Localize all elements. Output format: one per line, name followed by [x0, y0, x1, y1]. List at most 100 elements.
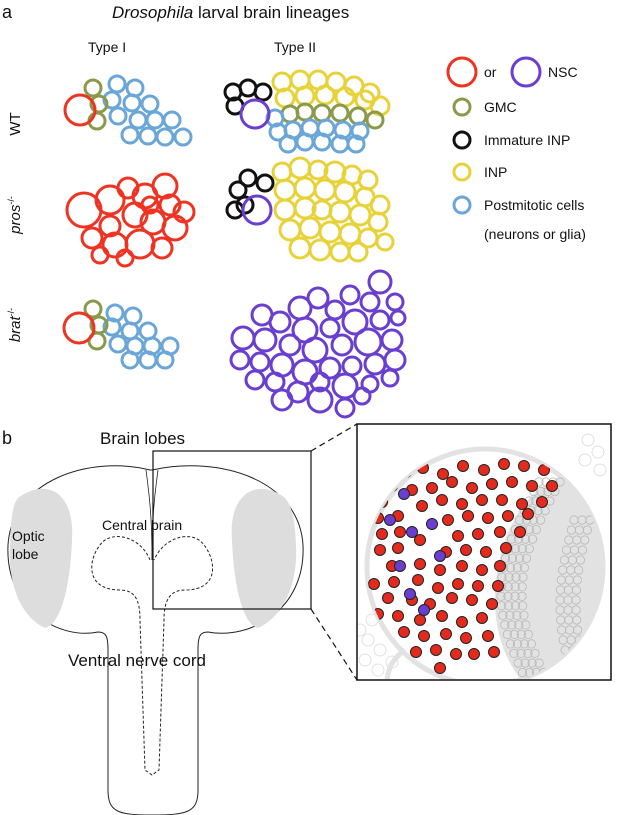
- optic-lobe-cell: [566, 525, 577, 535]
- ventral-nerve-cord-label: Ventral nerve cord: [68, 651, 206, 670]
- nsc-type2-cell: [249, 351, 271, 373]
- postmitotic-cell: [278, 134, 298, 154]
- postmitotic-cell: [173, 127, 193, 147]
- faint-cell: [371, 663, 385, 677]
- optic-lobe-cell: [555, 585, 566, 595]
- zoom-source-box: [152, 450, 312, 610]
- gmc-cell: [83, 299, 103, 319]
- red-neural-stem-cell: [376, 528, 388, 540]
- nsc-type2-cell: [380, 328, 404, 352]
- nsc-type2-cell: [309, 371, 331, 393]
- nsc-type2-cell: [330, 333, 354, 357]
- legend-postmitotic-sublabel: (neurons or glia): [484, 226, 586, 242]
- red-neural-stem-cell: [468, 648, 480, 660]
- red-neural-stem-cell: [446, 592, 458, 604]
- optic-lobe-cell: [513, 658, 523, 668]
- optic-lobe-cell: [504, 572, 514, 582]
- postmitotic-cell: [350, 121, 370, 141]
- row-label-wt: WT: [7, 112, 24, 135]
- inp-cell: [348, 203, 372, 227]
- postmitotic-cell: [346, 134, 366, 154]
- gmc-cell: [312, 103, 332, 123]
- optic-lobe-cell: [510, 591, 520, 601]
- optic-lobe-cell: [509, 648, 519, 659]
- red-neural-stem-cell: [502, 510, 514, 522]
- optic-lobe-cell: [514, 553, 525, 563]
- optic-lobe-cell: [505, 639, 515, 649]
- faint-cell: [593, 463, 607, 477]
- inp-cell: [367, 211, 389, 233]
- legend-nsc-label: NSC: [548, 64, 578, 80]
- red-neural-stem-cell: [440, 628, 452, 640]
- optic-lobe-cell: [503, 591, 513, 601]
- optic-lobe-cell: [564, 615, 574, 625]
- red-neural-stem-cell: [388, 576, 400, 588]
- nsc-type2-cell: [230, 325, 256, 351]
- optic-lobe-cell: [556, 615, 566, 625]
- legend-nsc-or: or: [484, 64, 497, 80]
- optic-lobe-cell: [556, 575, 566, 585]
- optic-lobe-cell: [565, 625, 575, 635]
- nsc-type2-cell: [369, 309, 391, 331]
- optic-lobe-cell: [503, 582, 513, 592]
- optic-lobe-cell: [558, 565, 568, 575]
- nsc-type2-cell: [301, 336, 329, 364]
- optic-lobe-left: [9, 488, 73, 628]
- optic-lobe-cell: [517, 601, 528, 611]
- optic-lobe-cell: [575, 555, 586, 565]
- optic-lobe-cell: [523, 648, 533, 659]
- optic-lobe-cell: [555, 595, 565, 605]
- nsc-type1-cell: [172, 200, 196, 224]
- nsc-type2-cell: [339, 284, 361, 306]
- nsc-type1-cell: [63, 93, 97, 127]
- inp-cell: [357, 169, 379, 191]
- red-neural-stem-cell: [434, 564, 446, 576]
- optic-lobe-cell: [517, 591, 527, 601]
- nsc-type2-cell: [287, 295, 313, 321]
- optic-lobe-cell: [535, 515, 546, 525]
- inp-cell: [294, 85, 316, 107]
- zoom-connector-top: [310, 423, 358, 452]
- optic-lobe-cell: [518, 572, 528, 582]
- optic-lobe-cell: [519, 639, 530, 649]
- purple-neural-stem-cell: [394, 560, 406, 572]
- postmitotic-cell: [138, 126, 158, 146]
- faint-cell: [581, 433, 595, 447]
- inp-cell: [328, 200, 352, 224]
- optic-lobe-cell: [563, 595, 573, 605]
- red-neural-stem-cell: [472, 580, 484, 592]
- legend-postmitotic-label: Postmitotic cells: [484, 197, 584, 213]
- inp-cell: [369, 194, 391, 216]
- red-neural-stem-cell: [437, 468, 449, 480]
- red-neural-stem-cell: [414, 534, 426, 546]
- red-neural-stem-cell: [368, 578, 380, 590]
- postmitotic-cell: [128, 110, 148, 130]
- optic-lobe-cell: [580, 535, 590, 545]
- optic-lobe-cell: [517, 582, 527, 592]
- optic-lobe-cell: [564, 575, 574, 585]
- optic-lobe-cell: [572, 615, 582, 625]
- nsc-type2-cell: [252, 327, 278, 353]
- optic-lobe-cell: [561, 545, 572, 555]
- inp-cell: [308, 238, 332, 262]
- red-neural-stem-cell: [410, 646, 422, 658]
- optic-lobe-cell: [574, 525, 585, 535]
- optic-lobe-cell: [571, 585, 582, 595]
- red-neural-stem-cell: [432, 582, 444, 594]
- postmitotic-cell: [108, 334, 128, 354]
- optic-lobe-cell: [573, 625, 583, 635]
- optic-lobe-cell: [572, 535, 582, 545]
- optic-lobe-cell: [519, 610, 529, 620]
- red-neural-stem-cell: [456, 616, 468, 628]
- nsc-type1-cell: [90, 245, 110, 265]
- legend-gmc-swatch: [452, 97, 472, 117]
- optic-lobe-right: [231, 488, 297, 628]
- red-neural-stem-cell: [436, 494, 448, 506]
- nsc-type2-cell: [270, 388, 294, 412]
- optic-lobe-cell: [509, 629, 519, 640]
- postmitotic-cell: [145, 110, 165, 130]
- zoomed-lobe-stalk: [384, 647, 407, 679]
- inp-cell: [288, 156, 312, 180]
- row-label-brat: brat-/-: [6, 308, 24, 342]
- inp-cell: [288, 236, 312, 260]
